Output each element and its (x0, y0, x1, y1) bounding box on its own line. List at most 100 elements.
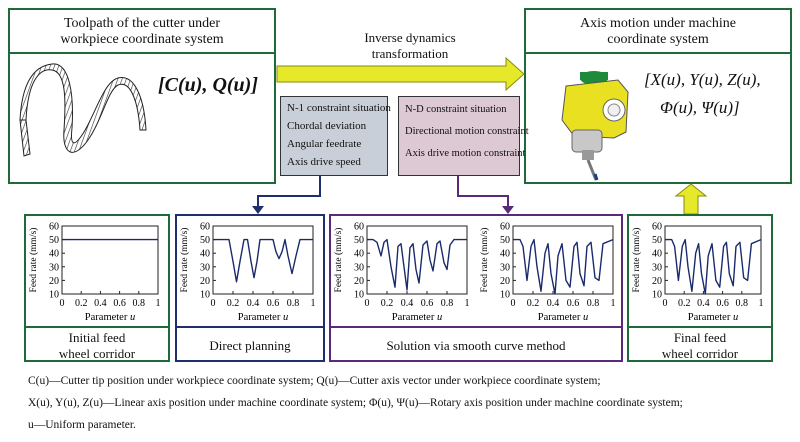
y-axis-label: Feed rate (mm/s) (631, 228, 642, 293)
x-tick-label: 0 (511, 298, 516, 309)
nd-item: Axis drive motion constraint (405, 148, 526, 159)
y-tick-label: 50 (500, 235, 510, 246)
x-tick-label: 0.4 (547, 298, 560, 309)
x-tick-label: 0.6 (421, 298, 434, 309)
n1-constraint-box: N-1 constraint situation Chordal deviati… (280, 96, 391, 176)
plot-frame (61, 225, 159, 295)
up-arrow (674, 183, 708, 215)
y-tick-label: 40 (354, 249, 364, 260)
panel-divider (177, 326, 323, 328)
n1-item: Angular feedrate (287, 138, 362, 150)
x-tick-label: 0 (211, 298, 216, 309)
nd-item: N-D constraint situation (405, 104, 507, 115)
arrow-label-line2: transformation (371, 46, 449, 61)
y-tick-label: 30 (354, 262, 364, 273)
x-tick-label: 0.8 (587, 298, 600, 309)
x-tick-label: 1 (311, 298, 316, 309)
toolpath-title-line1: Toolpath of the cutter under (63, 16, 221, 31)
nd-item: Directional motion constraint (405, 126, 529, 137)
x-tick-label: 0.2 (527, 298, 540, 309)
y-tick-label: 50 (354, 235, 364, 246)
x-tick-label: 0.6 (113, 298, 126, 309)
panel-caption-final: Final feed wheel corridor (661, 330, 739, 361)
x-axis-label: Parameter u (238, 312, 288, 323)
toolpath-divider (10, 52, 274, 54)
y-axis-label: Feed rate (mm/s) (479, 228, 490, 293)
feedrate-line (513, 238, 614, 295)
y-tick-label: 10 (652, 290, 662, 301)
panel-divider (331, 326, 621, 328)
y-tick-label: 50 (49, 235, 59, 246)
legend-line-1: C(u)—Cutter tip position under workpiece… (28, 375, 601, 387)
x-tick-label: 0.2 (678, 298, 691, 309)
x-tick-label: 0.8 (287, 298, 300, 309)
y-tick-label: 60 (652, 222, 662, 233)
x-tick-label: 0 (365, 298, 370, 309)
y-tick-label: 20 (354, 276, 364, 287)
x-tick-label: 0.8 (441, 298, 454, 309)
y-tick-label: 60 (49, 222, 59, 233)
y-tick-label: 50 (200, 235, 210, 246)
x-tick-label: 1 (465, 298, 470, 309)
x-tick-label: 1 (759, 298, 764, 309)
panel-divider (629, 326, 771, 328)
x-tick-label: 0.2 (381, 298, 394, 309)
axis-formula-line2: Φ(u), Ψ(u)] (660, 98, 740, 117)
y-tick-label: 30 (652, 262, 662, 273)
y-tick-label: 60 (500, 222, 510, 233)
feedrate-line (665, 238, 762, 295)
x-tick-label: 0.4 (697, 298, 710, 309)
y-tick-label: 10 (500, 290, 510, 301)
plot-frame (664, 225, 762, 295)
plot-frame (212, 225, 314, 295)
y-tick-label: 10 (49, 290, 59, 301)
y-tick-label: 50 (652, 235, 662, 246)
axis-motion-title: Axis motion under machine coordinate sys… (526, 16, 790, 48)
y-tick-label: 10 (354, 290, 364, 301)
x-axis-label: Parameter u (688, 312, 738, 323)
panel-caption-direct: Direct planning (209, 338, 291, 353)
panel-divider (26, 326, 168, 328)
arrow-label: Inverse dynamics transformation (330, 30, 490, 62)
y-tick-label: 40 (652, 249, 662, 260)
arrow-label-line1: Inverse dynamics (364, 30, 456, 45)
panel-caption-smooth: Solution via smooth curve method (386, 338, 566, 353)
axis-divider (526, 52, 790, 54)
x-tick-label: 0.2 (75, 298, 88, 309)
x-axis-label: Parameter u (85, 312, 135, 323)
x-tick-label: 0 (60, 298, 65, 309)
axis-title-line2: coordinate system (607, 32, 709, 47)
axis-formula: [X(u), Y(u), Z(u), Φ(u), Ψ(u)] (644, 66, 761, 122)
panel-caption-initial: Initial feed wheel corridor (58, 330, 136, 361)
n1-item: Chordal deviation (287, 120, 367, 132)
y-tick-label: 40 (500, 249, 510, 260)
x-tick-label: 0.6 (567, 298, 580, 309)
x-tick-label: 0.4 (247, 298, 260, 309)
n1-item: N-1 constraint situation (287, 102, 391, 114)
legend-line-2: X(u), Y(u), Z(u)—Linear axis position un… (28, 397, 683, 409)
y-tick-label: 40 (49, 249, 59, 260)
x-tick-label: 0.8 (736, 298, 749, 309)
x-tick-label: 0.2 (227, 298, 240, 309)
x-axis-label: Parameter u (538, 312, 588, 323)
y-tick-label: 10 (200, 290, 210, 301)
machine-head-illustration (561, 71, 629, 181)
x-tick-label: 0.6 (716, 298, 729, 309)
y-axis-label: Feed rate (mm/s) (28, 228, 39, 293)
y-tick-label: 30 (49, 262, 59, 273)
x-tick-label: 1 (156, 298, 161, 309)
axis-formula-line1: [X(u), Y(u), Z(u), (644, 70, 761, 89)
y-tick-label: 60 (354, 222, 364, 233)
feedrate-line (213, 238, 313, 283)
plot-frame (366, 225, 468, 295)
legend-line-3: u—Uniform parameter. (28, 419, 136, 431)
toolpath-box: Toolpath of the cutter under workpiece c… (8, 8, 276, 184)
toolpath-title: Toolpath of the cutter under workpiece c… (10, 16, 274, 48)
